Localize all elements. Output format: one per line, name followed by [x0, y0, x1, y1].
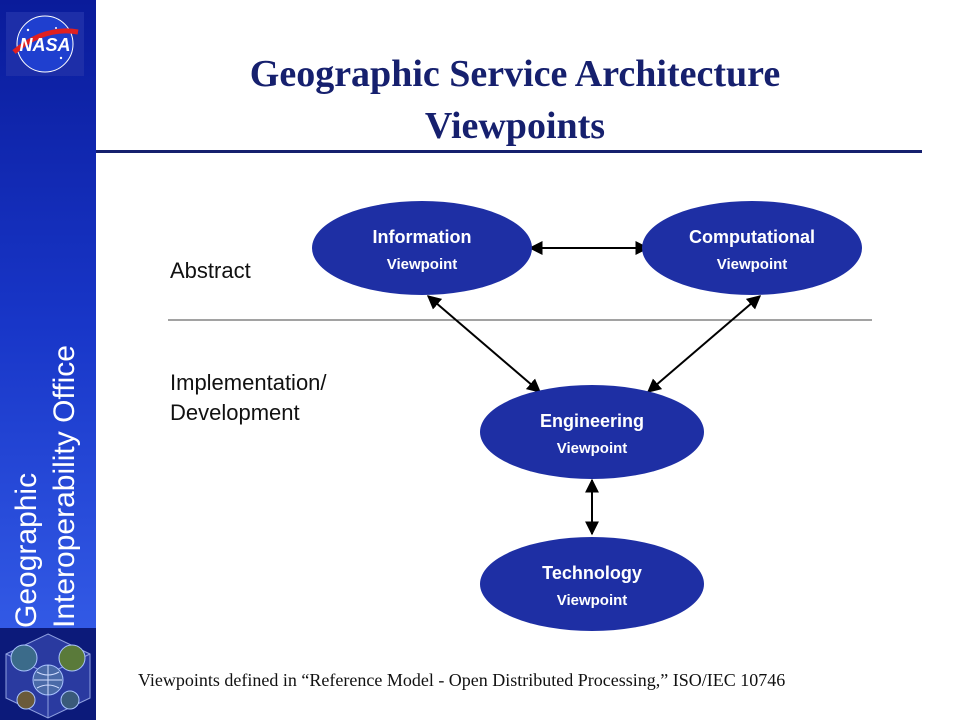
node-technology-name: Technology: [542, 563, 642, 583]
node-information-name: Information: [373, 227, 472, 247]
nasa-logo-icon: NASA: [6, 12, 84, 76]
page-title-line2: Viewpoints: [424, 105, 606, 147]
node-computational-sub: Viewpoint: [717, 256, 788, 273]
implementation-label-line2: Development: [170, 400, 300, 425]
node-engineering: Engineering Viewpoint: [480, 385, 704, 479]
page-title-line1: Geographic Service Architecture: [249, 53, 781, 95]
office-name-line2: Interoperability Office: [48, 345, 81, 628]
svg-text:NASA: NASA: [19, 35, 70, 55]
node-engineering-name: Engineering: [540, 411, 644, 431]
arrow-computational-engineering: [646, 295, 762, 393]
node-technology-sub: Viewpoint: [557, 592, 628, 609]
office-name: Geographic Interoperability Office: [8, 28, 84, 628]
node-computational: Computational Viewpoint: [642, 201, 862, 295]
page-title: Geographic Service Architecture Viewpoin…: [120, 48, 910, 152]
footer-citation: Viewpoints defined in “Reference Model -…: [138, 670, 786, 690]
implementation-label: Implementation/ Development: [170, 368, 327, 428]
implementation-label-line1: Implementation/: [170, 370, 327, 395]
office-name-line1: Geographic: [10, 472, 43, 628]
node-engineering-sub: Viewpoint: [557, 440, 628, 457]
abstract-label: Abstract: [170, 258, 251, 283]
arrow-information-engineering: [426, 295, 542, 393]
node-information: Information Viewpoint: [312, 201, 532, 295]
viewpoints-diagram: Information Viewpoint Computational View…: [168, 201, 872, 631]
node-information-sub: Viewpoint: [387, 256, 458, 273]
title-divider: [96, 150, 922, 153]
node-computational-name: Computational: [689, 227, 815, 247]
sidebar: NASA Geographic Interoperability Office: [0, 0, 96, 720]
globe-cube-icon: [0, 628, 96, 720]
node-technology: Technology Viewpoint: [480, 537, 704, 631]
